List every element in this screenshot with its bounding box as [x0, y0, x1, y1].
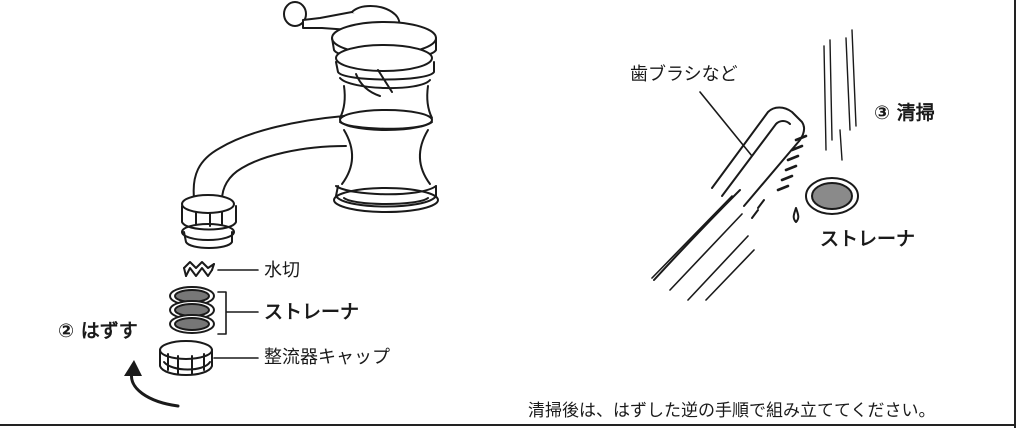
water-cutter-label: 水切: [264, 260, 300, 281]
toothbrush-label: 歯ブラシなど: [630, 64, 738, 85]
step-3-clean-label: ③ 清掃: [874, 102, 935, 124]
aerator-cap-part: [159, 340, 213, 376]
water-stream: [823, 29, 857, 161]
water-cutter-part: [183, 261, 215, 277]
toothbrush-illustration: [651, 106, 808, 301]
strainer-being-cleaned: [792, 177, 859, 223]
rotation-arrow: [130, 370, 180, 408]
aerator-cap-label: 整流器キャップ: [264, 347, 390, 368]
strainer-label-left: ストレーナ: [264, 301, 360, 323]
frame-right-border: [1014, 0, 1016, 428]
frame-bottom-border: [0, 424, 1016, 426]
strainer-label-right: ストレーナ: [820, 228, 916, 250]
strainer-discs: [169, 286, 215, 334]
reassembly-note: 清掃後は、はずした逆の手順で組み立ててください。: [528, 401, 936, 421]
step-2-remove-label: ② はずす: [58, 320, 138, 342]
